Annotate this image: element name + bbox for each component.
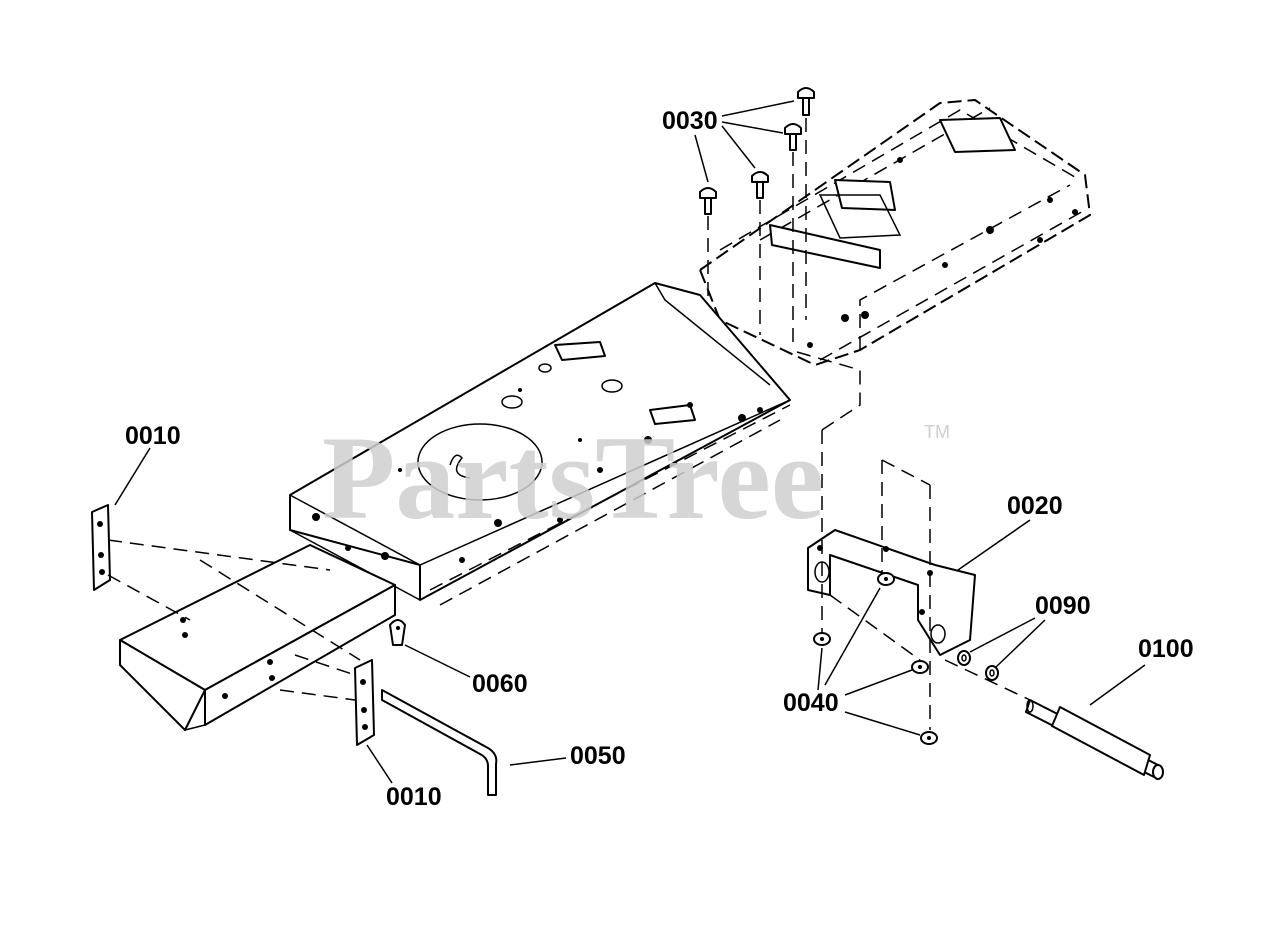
rear-frame-section xyxy=(699,99,1091,366)
bolts-0030 xyxy=(699,87,815,345)
watermark-trademark: TM xyxy=(924,422,950,442)
label-0100: 0100 xyxy=(1138,635,1194,663)
leader-lines xyxy=(114,100,1146,784)
label-0060: 0060 xyxy=(472,670,528,698)
washers-0090 xyxy=(957,650,999,681)
partstree-watermark: PartsTree TM xyxy=(322,411,950,544)
part-labels: 0030 0010 0020 0090 0100 0060 0040 0050 … xyxy=(125,107,1194,811)
spindle-0100 xyxy=(1025,699,1164,780)
label-0090: 0090 xyxy=(1035,592,1091,620)
assembly-lines-left xyxy=(107,539,361,701)
main-frame xyxy=(289,282,791,606)
front-channel xyxy=(119,544,396,731)
label-0050: 0050 xyxy=(570,742,626,770)
label-0010-upper: 0010 xyxy=(125,422,181,450)
bracket-0020 xyxy=(807,529,976,656)
bracket-0010-lower xyxy=(354,659,375,746)
nuts-0040 xyxy=(813,572,938,745)
watermark-text: PartsTree xyxy=(322,411,824,544)
label-0020: 0020 xyxy=(1007,492,1063,520)
label-0030: 0030 xyxy=(662,107,718,135)
label-0040: 0040 xyxy=(783,689,839,717)
rod-0050 xyxy=(381,689,498,796)
bracket-0010-upper xyxy=(91,504,111,591)
label-0010-lower: 0010 xyxy=(386,783,442,811)
pin-0060 xyxy=(389,619,406,646)
assembly-lines-right xyxy=(789,349,1031,730)
